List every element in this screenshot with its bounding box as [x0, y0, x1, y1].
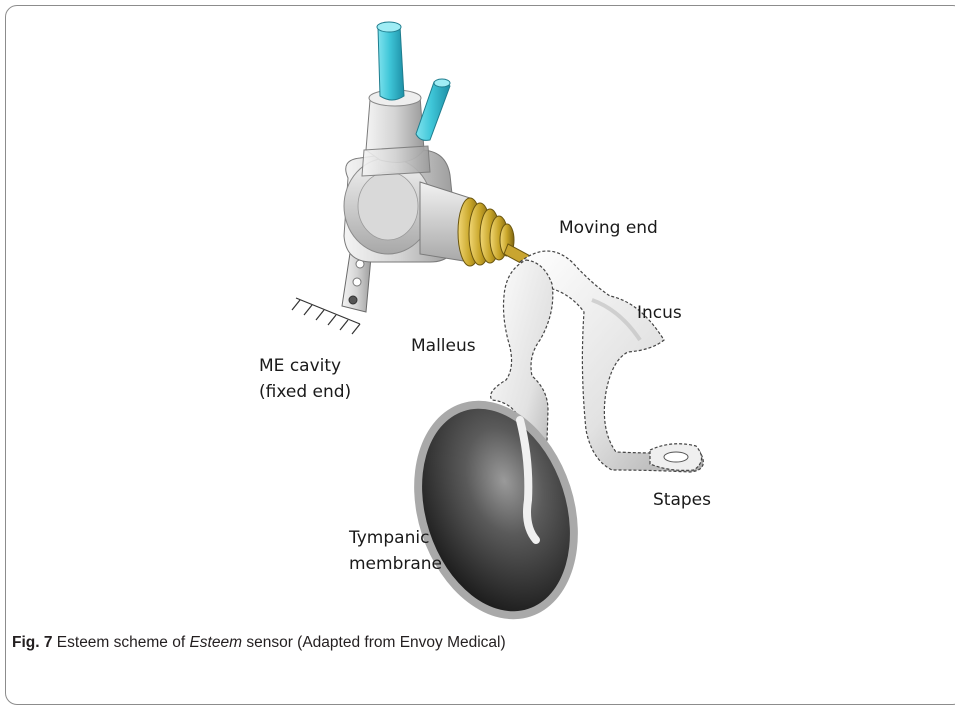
caption-italic-name: Esteem — [189, 634, 242, 651]
label-moving-end: Moving end — [559, 216, 658, 240]
label-fixed-end: (fixed end) — [259, 380, 351, 404]
gold-bellows — [458, 198, 514, 266]
caption-text-before: Esteem scheme of — [57, 634, 190, 651]
label-me-cavity: ME cavity — [259, 354, 341, 378]
label-tympanic: Tympanic — [349, 526, 429, 550]
tympanic-membrane — [387, 379, 605, 640]
label-membrane: membrane — [349, 552, 442, 576]
figure-caption: Fig. 7 Esteem scheme of Esteem sensor (A… — [12, 634, 506, 652]
label-malleus: Malleus — [411, 334, 476, 358]
stapes-bone — [650, 444, 702, 471]
label-stapes: Stapes — [653, 488, 711, 512]
esteem-sensor-illustration — [0, 0, 955, 662]
caption-text-after: sensor (Adapted from Envoy Medical) — [242, 634, 506, 651]
label-incus: Incus — [637, 301, 682, 325]
caption-figure-number: Fig. 7 — [12, 634, 52, 651]
